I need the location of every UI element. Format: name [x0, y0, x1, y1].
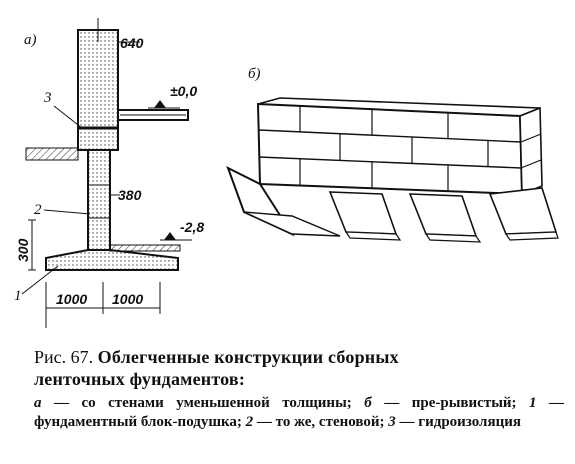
wall-block: [87, 149, 111, 251]
dimension-640: 640: [120, 35, 144, 51]
figure-caption: Рис. 67. Облегченные конструкции сборных…: [34, 346, 564, 432]
legend-key-a: а: [34, 395, 42, 411]
panel-a-section: а) 640 ±0,0 3 380 2 -2,8: [14, 18, 204, 328]
foundation-drawing: а) 640 ±0,0 3 380 2 -2,8: [14, 18, 559, 328]
legend-text-b: — пре-рывистый;: [371, 395, 530, 411]
legend-text-3: — гидроизоляция: [395, 414, 521, 430]
dimension-300: 300: [15, 238, 31, 262]
legend-text-1: — фундаментный блок-подушка;: [34, 395, 565, 430]
panel-b-isometric: б): [226, 66, 559, 243]
wall-front-face: [256, 102, 524, 196]
ground-fill: [25, 147, 79, 161]
callout-3: 3: [43, 90, 52, 106]
dimension-left-1000: 1000: [56, 291, 87, 307]
legend-key-1: 1: [529, 395, 537, 411]
wall-side-face: [519, 106, 543, 196]
footing-block: [45, 249, 179, 271]
level-marker-icon: [154, 100, 166, 108]
panel-b-label: б): [248, 66, 261, 82]
caption-legend: а — со стенами уменьшенной толщины; б — …: [34, 394, 564, 432]
level-base: -2,8: [180, 219, 204, 235]
dimension-380: 380: [118, 187, 142, 203]
callout-2: 2: [34, 202, 42, 218]
legend-key-b: б: [364, 395, 372, 411]
upper-wall: [77, 29, 119, 151]
legend-text-a: — со стенами уменьшенной толщины;: [41, 395, 365, 411]
footing-pads: [226, 165, 559, 243]
caption-title: Рис. 67. Облегченные конструкции сборных…: [34, 346, 564, 390]
figure-number: Рис. 67.: [34, 347, 94, 367]
panel-a-label: а): [24, 32, 37, 48]
legend-text-2: — то же, стеновой;: [253, 414, 389, 430]
level-marker-icon: [164, 232, 176, 240]
caption-title-line-1: Облегченные конструкции сборных: [97, 347, 399, 367]
caption-title-line-2: ленточных фундаментов:: [34, 369, 246, 389]
dimension-right-1000: 1000: [112, 291, 143, 307]
level-ground: ±0,0: [170, 83, 197, 99]
legend-key-2: 2: [245, 414, 254, 430]
legend-key-3: 3: [388, 414, 396, 430]
callout-1: 1: [14, 288, 22, 304]
